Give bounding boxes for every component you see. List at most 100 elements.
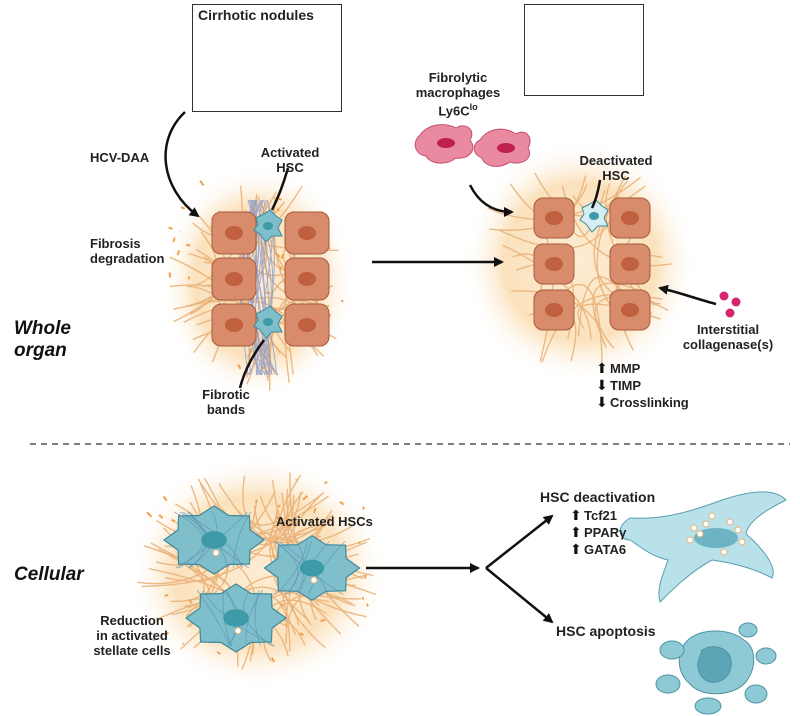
fibrosis-label-1: Fibrosis [90, 236, 141, 251]
fiber-tick [164, 594, 169, 597]
fiber [534, 172, 620, 217]
collagenase-label-2: collagenase(s) [682, 337, 774, 352]
marker-label: GATA6 [584, 542, 627, 557]
arrow-up-icon: ⬆ [570, 524, 582, 540]
fiber-tick [176, 250, 181, 256]
hepatocyte [284, 211, 330, 255]
collagenase-icon [719, 291, 741, 318]
fiber-tick [187, 276, 191, 280]
fibrotic-bands-label-1: Fibrotic [202, 387, 250, 402]
fiber [592, 282, 639, 348]
activated-hsc [263, 534, 361, 602]
fiber-tick [249, 348, 252, 353]
fiber-tick [172, 237, 176, 243]
fiber-tick [363, 575, 367, 579]
hcv-daa-label: HCV-DAA [90, 150, 150, 165]
hepatocyte [609, 243, 651, 285]
activated-hsc [162, 505, 266, 575]
fiber-tick [182, 642, 185, 645]
hsc-icon [253, 305, 283, 339]
marker-label: MMP [610, 361, 641, 376]
hepatocyte [211, 257, 257, 301]
fiber-tick [279, 603, 284, 607]
arrow-up-icon: ⬆ [570, 507, 582, 523]
arrows [164, 111, 717, 624]
apoptotic-hsc-icon [655, 622, 777, 715]
fiber-tick [320, 618, 326, 623]
marker-row: ⬇TIMP [596, 377, 642, 394]
hepatocyte-icon [211, 209, 330, 347]
fiber-tick [299, 632, 304, 637]
marker-row: ⬆GATA6 [570, 541, 627, 558]
fiber-tick [358, 541, 361, 545]
fiber-tick [276, 208, 280, 212]
section-whole-label-1: Whole [14, 318, 71, 339]
activated-hsc-label-2: HSC [276, 160, 304, 175]
marker-label: PPARγ [584, 525, 627, 540]
fiber-tick [237, 363, 242, 370]
macrophages-label-1: Fibrolytic [428, 70, 488, 85]
arrow-up-icon: ⬆ [570, 541, 582, 557]
fiber-tick [180, 206, 186, 210]
fiber-tick [277, 504, 281, 508]
macrophage-icon [414, 124, 531, 167]
fiber-tick [276, 515, 280, 522]
fiber-tick [270, 656, 276, 663]
hepatocyte [533, 289, 575, 331]
fiber-tick [302, 495, 309, 501]
activated-hsc [184, 583, 288, 653]
fiber-tick [158, 514, 164, 519]
marker-label: Crosslinking [610, 395, 689, 410]
activated-hscs-label: Activated HSCs [276, 514, 373, 529]
ly6c-superscript: lo [469, 102, 478, 112]
arrow-up-icon: ⬆ [596, 360, 608, 376]
hepatocyte [533, 243, 575, 285]
hepatocyte [609, 197, 651, 239]
fiber-tick [275, 252, 281, 258]
marker-label: Tcf21 [584, 508, 617, 523]
reduction-label-2: in activated [96, 628, 168, 643]
arrow-down-icon: ⬇ [596, 377, 608, 393]
healthy-liver-frame [524, 4, 644, 96]
marker-label: TIMP [610, 378, 642, 393]
hsc-apoptosis-label: HSC apoptosis [556, 623, 656, 639]
fiber-tick [312, 507, 317, 514]
collagenase-label-1: Interstitial [696, 322, 760, 337]
fiber [242, 475, 324, 526]
section-whole-label-2: organ [14, 340, 67, 361]
hsc-icon [253, 209, 283, 243]
hepatocyte [211, 303, 257, 347]
fiber-tick [188, 598, 193, 604]
macrophages-label-2: macrophages [415, 85, 501, 100]
marker-row: ⬆MMP [596, 360, 641, 377]
fiber-tick [365, 603, 369, 607]
marker-row: ⬇Crosslinking [596, 394, 689, 411]
fiber-tick [170, 518, 176, 523]
fiber-tick [166, 631, 170, 635]
ly6c-text: Ly6C [438, 103, 470, 119]
marker-row: ⬆PPARγ [570, 524, 627, 541]
section-cellular-label: Cellular [14, 564, 84, 585]
hepatocyte-group-resolved [533, 197, 651, 331]
hepatocyte [284, 303, 330, 347]
arrow-down-icon: ⬇ [596, 394, 608, 410]
deactivated-hsc-label-1: Deactivated [579, 153, 653, 168]
fiber-tick [362, 506, 365, 510]
cirrhotic-nodules-label: Cirrhotic nodules [198, 7, 314, 23]
deactivated-hsc-icon [619, 491, 787, 603]
marker-row: ⬆Tcf21 [570, 507, 617, 524]
fiber-tick [280, 253, 285, 260]
fiber-tick [339, 500, 345, 506]
hepatocyte [609, 289, 651, 331]
fiber-tick [186, 243, 191, 247]
hsc-deactivation-title: HSC deactivation [540, 489, 656, 505]
deactivated-hsc-label-2: HSC [602, 168, 630, 183]
fiber [502, 244, 592, 340]
hepatocyte [211, 211, 257, 255]
reduction-label-3: stellate cells [93, 643, 171, 658]
fiber-tick [162, 495, 168, 502]
fiber-tick [216, 650, 221, 655]
hepatocyte [284, 257, 330, 301]
